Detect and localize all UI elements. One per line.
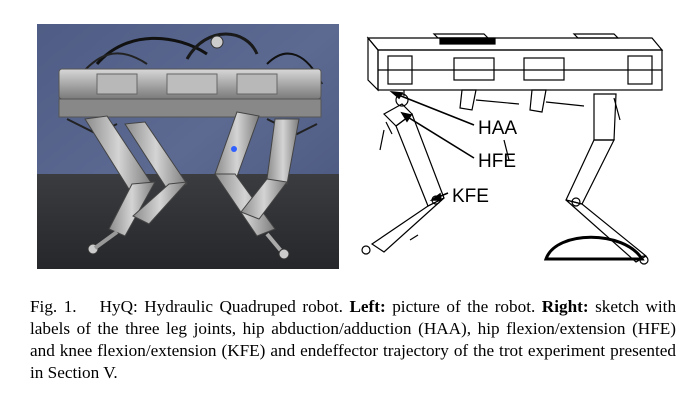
figure-number: Fig. 1.: [30, 297, 77, 316]
label-kfe: KFE: [452, 186, 489, 207]
left-text: picture of the robot.: [392, 297, 536, 316]
label-hfe: HFE: [478, 151, 516, 172]
figure-caption: Fig. 1. HyQ: Hydraulic Quadruped robot. L…: [30, 296, 676, 384]
robot-sketch: HAA HFE KFE: [361, 33, 664, 265]
figure-title: HyQ: Hydraulic Quadruped robot.: [99, 297, 343, 316]
right-text: sketch with labels of the three leg join…: [30, 297, 677, 382]
robot-photo: [37, 24, 339, 269]
right-label: Right:: [541, 297, 589, 316]
left-label: Left:: [349, 297, 386, 316]
label-haa: HAA: [478, 118, 517, 139]
trajectory-curve: [543, 235, 645, 261]
